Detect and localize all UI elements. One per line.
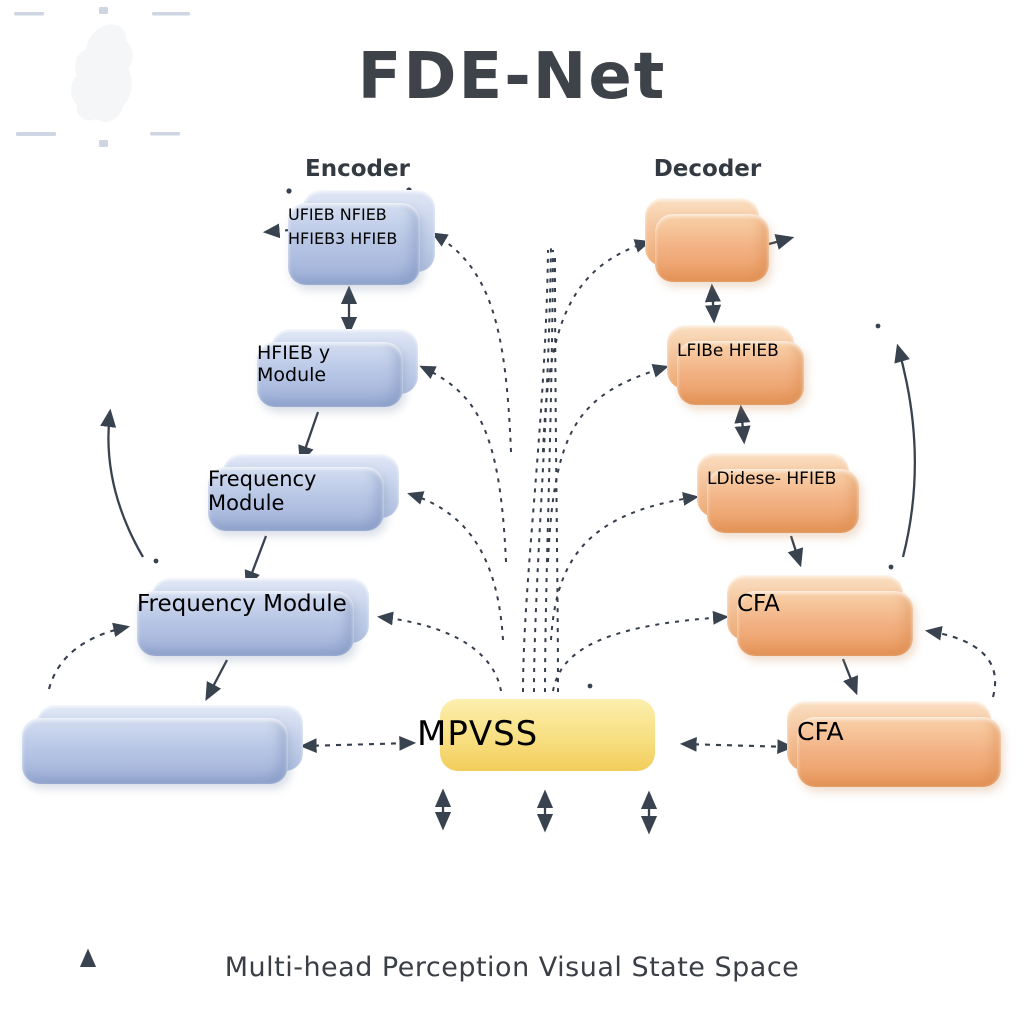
decoder-block-5-label: CFA bbox=[797, 717, 844, 746]
bottleneck-label: MPVSS bbox=[417, 714, 539, 754]
solid-arrows bbox=[79, 234, 917, 967]
annotation-mark bbox=[152, 12, 190, 16]
skip-to-e3 bbox=[407, 491, 504, 641]
diagram-caption: Multi-head Perception Visual State Space bbox=[224, 952, 800, 983]
decoder-block-3: LDidese- HFIEB bbox=[697, 453, 859, 533]
decoder-block-5: CFA bbox=[787, 701, 1001, 787]
diagram-title: FDE-Net bbox=[357, 40, 667, 114]
arrow-curve-right-up bbox=[894, 343, 917, 558]
fetus-blob-path bbox=[70, 24, 133, 122]
bundle-line-1 bbox=[522, 249, 549, 693]
bundle-line-2 bbox=[533, 243, 552, 693]
decoder-block-2-label: LFIBe HFIEB bbox=[677, 341, 779, 361]
arrow-mpvss-d5 bbox=[679, 737, 795, 754]
block-front-face: CFA bbox=[737, 591, 913, 656]
annotation-mark bbox=[150, 132, 180, 136]
arrow-e5-mpvss bbox=[299, 736, 417, 753]
arrow-dashed-left-e4 bbox=[47, 622, 131, 690]
block-front-face: Frequency Module bbox=[137, 591, 354, 656]
decoder-block-2: LFIBe HFIEB bbox=[667, 325, 804, 405]
encoder-block-5 bbox=[22, 705, 303, 784]
dot bbox=[286, 188, 292, 194]
encoder-block-1: UFIEB NFIEB HFIEB3 HFIEB bbox=[288, 190, 435, 285]
skip-to-d1 bbox=[542, 239, 651, 453]
block-front-face: UFIEB NFIEB HFIEB3 HFIEB bbox=[288, 203, 420, 285]
skip-to-e2 bbox=[419, 365, 507, 563]
dashed-arrows bbox=[47, 223, 997, 754]
arrow-d1-to-mask bbox=[768, 234, 795, 250]
decoder-block-3-label: LDidese- HFIEB bbox=[707, 469, 837, 489]
arrow-dashed-right-d4 bbox=[924, 625, 997, 698]
arrow-e4-e5 bbox=[205, 659, 229, 702]
arrow-d1-d2 bbox=[704, 283, 722, 324]
decoder-block-4: CFA bbox=[727, 575, 913, 656]
encoder-block-2: HFIEB y Module bbox=[257, 329, 418, 407]
skip-to-d4 bbox=[552, 610, 729, 692]
encoder-block-3-label: Frequency Module bbox=[208, 467, 317, 515]
arrow-d2-d3 bbox=[734, 404, 751, 445]
encoder-block-1-label-line1: UFIEB NFIEB bbox=[288, 205, 387, 224]
encoder-block-4: Frequency Module bbox=[137, 578, 369, 656]
encoder-column-label: Encoder bbox=[305, 156, 410, 182]
annotation-mark bbox=[99, 7, 108, 14]
annotation-mark bbox=[99, 140, 108, 147]
arrow-e2-e3 bbox=[298, 411, 320, 465]
encoder-block-4-label: Frequency Module bbox=[137, 591, 347, 617]
decoder-block-4-label: CFA bbox=[737, 591, 780, 617]
dot bbox=[875, 323, 881, 329]
ultrasound-fetus-silhouette bbox=[14, 7, 190, 147]
block-front-face bbox=[22, 718, 288, 784]
skip-to-d2 bbox=[547, 364, 669, 563]
dot bbox=[587, 683, 593, 689]
encoder-block-3: Frequency Module bbox=[208, 454, 399, 531]
bundle-line-4 bbox=[554, 255, 559, 693]
annotation-marks bbox=[14, 7, 190, 147]
encoder-block-2-label: HFIEB y Module bbox=[257, 342, 331, 386]
arrow-curve-left-up bbox=[100, 408, 144, 558]
block-front-face bbox=[655, 214, 769, 282]
annotation-mark bbox=[14, 12, 44, 16]
block-front-face: LFIBe HFIEB bbox=[677, 341, 804, 405]
arrow-d3-d4 bbox=[787, 535, 804, 568]
block-front-face: HFIEB y Module bbox=[257, 342, 403, 407]
decoder-block-1 bbox=[645, 198, 769, 282]
arrow-e3-e4 bbox=[244, 535, 268, 590]
block-front-face: LDidese- HFIEB bbox=[707, 469, 859, 533]
block-back-face bbox=[440, 699, 655, 771]
arrow-stack-e1 bbox=[262, 223, 291, 239]
skip-to-e4 bbox=[377, 611, 502, 692]
encoder-block-1-label-line2: HFIEB3 HFIEB bbox=[288, 229, 398, 248]
dot bbox=[153, 558, 159, 564]
block-front-face: MPVSS bbox=[417, 714, 678, 786]
skip-connection-fan bbox=[377, 232, 729, 693]
bottleneck-block: MPVSS bbox=[417, 699, 678, 786]
bundle-line-3 bbox=[544, 249, 554, 693]
block-front-face: Frequency Module bbox=[208, 467, 384, 531]
decoder-column-label: Decoder bbox=[653, 156, 762, 182]
dot bbox=[888, 564, 894, 570]
skip-to-e1 bbox=[431, 232, 512, 453]
block-front-face: CFA bbox=[797, 717, 1001, 787]
skip-to-d3 bbox=[550, 491, 699, 641]
annotation-mark bbox=[16, 132, 56, 136]
arrow-d4-d5 bbox=[841, 658, 859, 696]
